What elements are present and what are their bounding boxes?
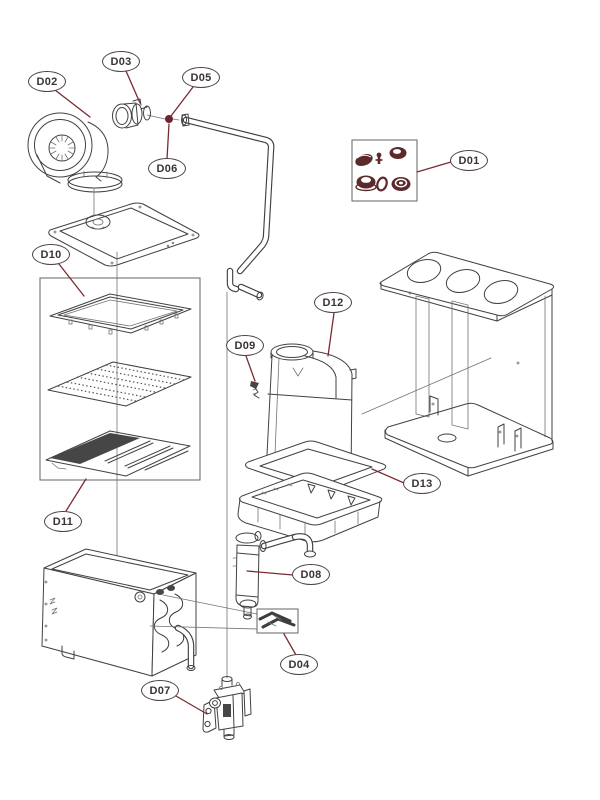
leader-line-D03 [125, 70, 141, 104]
gas-pipe-part [146, 113, 275, 301]
mixer-tube-part [232, 531, 316, 620]
collector-tray-part [237, 472, 383, 543]
burner-frame-part [49, 293, 192, 335]
callout-D10: D10 [32, 244, 70, 265]
fan-blower-part [27, 112, 123, 193]
seal-kit-box [351, 139, 418, 202]
callout-D04: D04 [280, 654, 318, 675]
callout-D01: D01 [450, 150, 488, 171]
ignition-electrode-part [256, 608, 299, 634]
callout-D05-label: D05 [190, 71, 212, 84]
leader-line-D09 [245, 355, 256, 382]
top-cover-part [48, 202, 200, 267]
o-ring-part [165, 115, 173, 123]
callout-D03: D03 [102, 51, 140, 72]
callout-D05: D05 [182, 67, 220, 88]
callout-D01-label: D01 [458, 154, 480, 167]
frame-bracket-part [361, 251, 555, 477]
callout-D08: D08 [292, 564, 330, 585]
callout-D06-label: D06 [156, 162, 178, 175]
electrode-lead-line [162, 594, 258, 615]
electrode-lead-line [149, 625, 258, 630]
leader-lines [54, 70, 452, 715]
callout-D02: D02 [28, 71, 66, 92]
burner-kit-box [39, 277, 201, 481]
screw-part [250, 381, 260, 399]
burner-plate-part [45, 430, 191, 477]
callout-D06: D06 [148, 158, 186, 179]
leader-line-D07 [175, 695, 208, 715]
callout-D11: D11 [44, 511, 82, 532]
callout-D12-label: D12 [322, 296, 344, 309]
leader-line-D13 [371, 468, 405, 484]
callout-D08-label: D08 [300, 568, 322, 581]
callout-D10-label: D10 [40, 248, 62, 261]
heat-exchanger-part [41, 548, 197, 677]
leader-line-D01 [416, 161, 452, 173]
gas-valve-part [202, 676, 252, 740]
leader-line-D11 [65, 478, 87, 512]
callout-D02-label: D02 [36, 75, 58, 88]
leader-line-D06 [166, 123, 170, 160]
callout-D09-label: D09 [234, 339, 256, 352]
leader-line-D08 [246, 570, 294, 576]
leader-line-D02 [54, 89, 91, 118]
callout-D03-label: D03 [110, 55, 132, 68]
callout-D07-label: D07 [149, 684, 171, 697]
leader-line-D05 [170, 86, 194, 117]
callout-D13: D13 [403, 473, 441, 494]
leader-line-D12 [327, 312, 335, 357]
callout-D09: D09 [226, 335, 264, 356]
burner-mesh-part [47, 361, 192, 407]
callout-D07: D07 [141, 680, 179, 701]
callout-D11-label: D11 [52, 515, 74, 528]
callout-D12: D12 [314, 292, 352, 313]
callout-D04-label: D04 [288, 658, 310, 671]
callout-D13-label: D13 [411, 477, 433, 490]
leader-line-D04 [283, 633, 297, 656]
leader-line-D10 [58, 263, 85, 297]
venturi-clamp-part [112, 98, 151, 129]
